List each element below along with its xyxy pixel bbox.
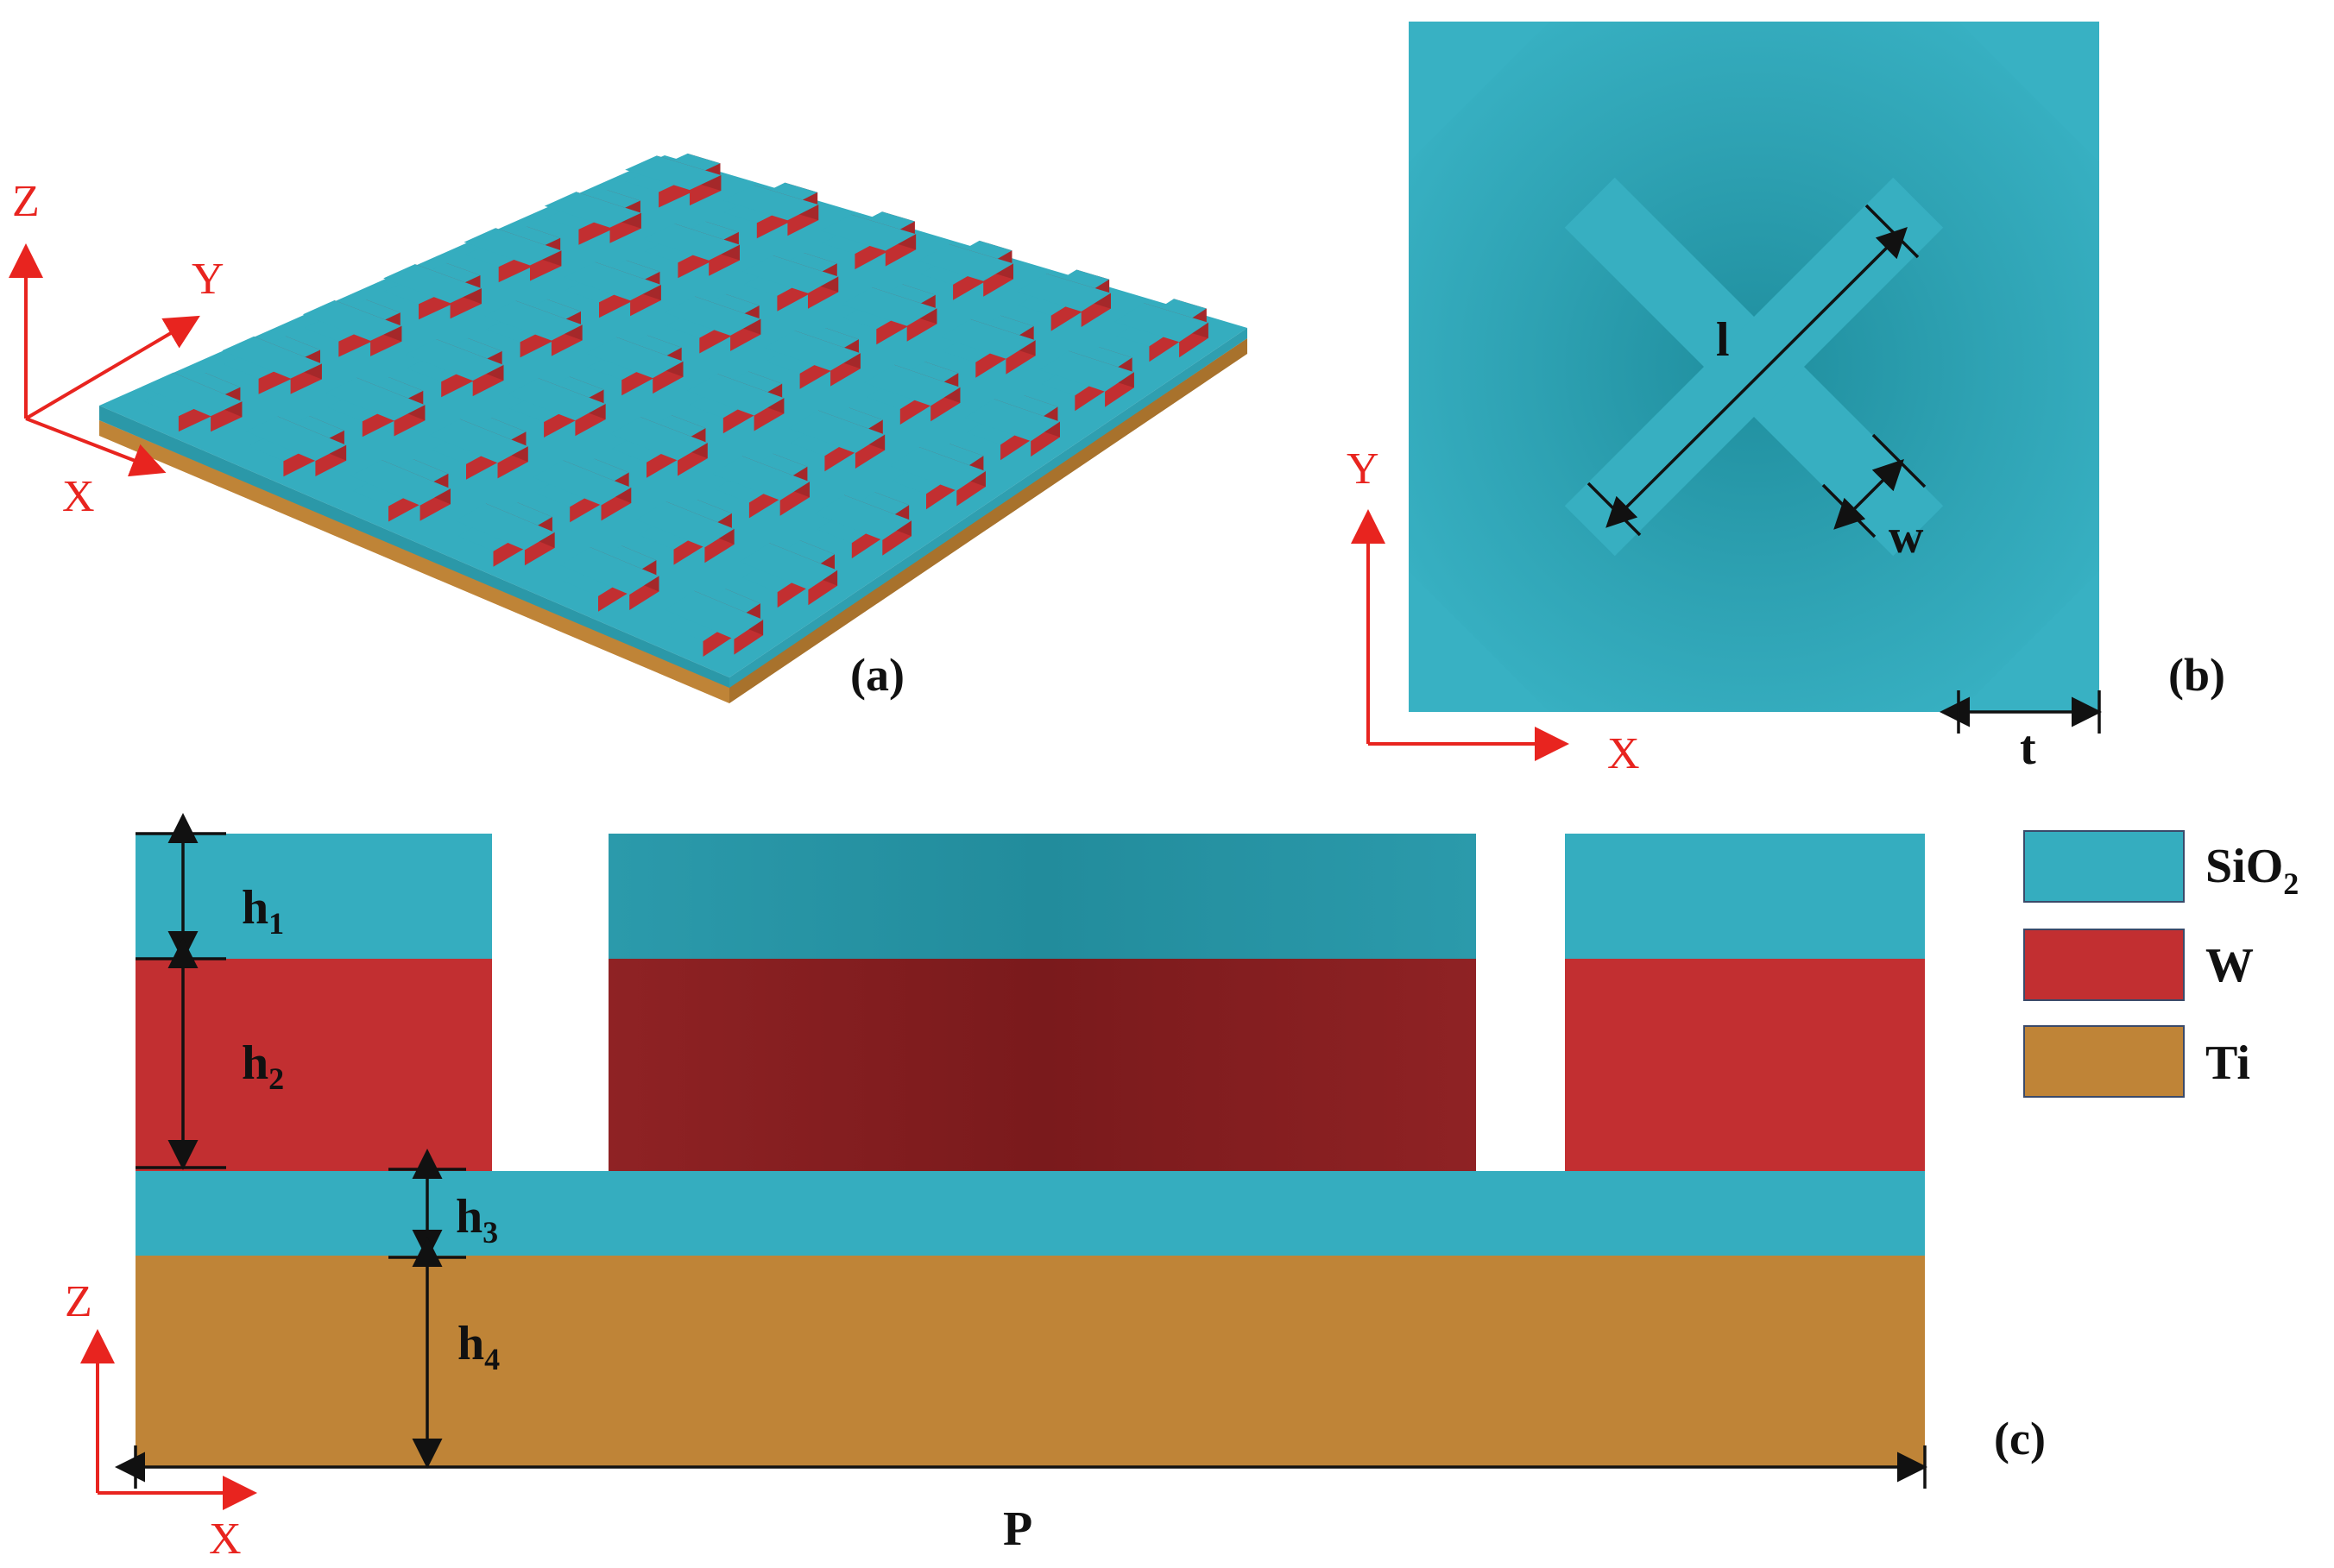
dim-h4-label: h4 [457, 1317, 500, 1376]
substrate-ti-side-front [99, 420, 729, 703]
layer-sio2-spacer [136, 1171, 1925, 1256]
corner-triangle-bottom-left [1409, 571, 1549, 712]
cross-top-face [889, 447, 986, 491]
cross-top-face [842, 287, 937, 326]
axis-x-label: X [62, 472, 95, 521]
dim-l-tick-1 [1586, 482, 1642, 537]
cross-top-face [246, 416, 347, 461]
dim-w-label: w [1889, 510, 1924, 564]
dim-h1-label: h1 [242, 881, 284, 941]
panel-c-side-view: h1 h2 h3 h4 P Z X (c) [65, 813, 2046, 1564]
cross-top-face [742, 255, 839, 293]
cross-top-face [544, 192, 641, 228]
cross-top-face [533, 460, 632, 506]
panel-a-label: (a) [850, 649, 905, 701]
dim-w-line [1833, 459, 1904, 530]
axis-z-label: Z [12, 177, 40, 226]
cross-top-face [864, 364, 961, 406]
cross-top-face [665, 590, 764, 639]
cross-top-face [222, 336, 322, 379]
corner-triangle-bottom-right [1959, 571, 2099, 712]
legend-label-sio2: SiO2 [2205, 840, 2299, 901]
cross-top-face [964, 399, 1060, 442]
cross-top-face [1114, 303, 1208, 343]
dim-l-line [1605, 227, 1908, 528]
cross-top-face [484, 300, 583, 341]
axis-y-arrow [24, 315, 200, 420]
cross-top-face [821, 214, 917, 251]
left-block-sio2 [136, 834, 492, 959]
dim-l-label: l [1716, 313, 1730, 367]
axis-x-arrow [25, 417, 167, 477]
cross-top-face [142, 372, 243, 417]
panel-b-top-view: l w t Y X (b) [1347, 22, 2225, 778]
substrate-sio2-edge-right [729, 328, 1247, 688]
cross-top-face [918, 243, 1013, 281]
cross-top-face [429, 419, 528, 463]
legend-label-w: W [2205, 939, 2254, 992]
cross-top-face [585, 337, 684, 379]
cross-top-face [625, 155, 722, 191]
cross-array [142, 153, 1208, 657]
middle-block-sio2 [609, 834, 1476, 959]
legend-label-ti: Ti [2205, 1036, 2250, 1090]
layer-ti [136, 1256, 1925, 1467]
panel-b-label: (b) [2168, 649, 2225, 701]
legend-swatch-ti [2023, 1025, 2185, 1098]
cross-top-face [815, 494, 912, 540]
axis-z-label-c: Z [65, 1277, 92, 1326]
dim-l-tick-2 [1864, 204, 1920, 259]
cross-top-face [764, 331, 861, 371]
legend-swatch-w [2023, 929, 2185, 1001]
cross-top-face [564, 261, 661, 301]
right-block-sio2 [1565, 834, 1925, 959]
cross-top-face [405, 339, 504, 381]
material-legend: SiO2 W Ti [2023, 830, 2299, 1098]
cross-top-face [712, 456, 810, 501]
substrate-ti-side-right [729, 338, 1247, 703]
cross-top-face [1016, 274, 1111, 312]
cross-top-face [609, 417, 708, 461]
cross-top-face [722, 185, 819, 221]
cross-top-face [464, 228, 562, 266]
cross-top-face [455, 503, 555, 551]
dim-h2-label: h2 [242, 1036, 284, 1096]
cross-top-face [788, 410, 886, 453]
panel-c-label: (c) [1994, 1413, 2046, 1464]
cross-top-face [687, 374, 785, 416]
axis-x-label-c: X [209, 1514, 242, 1564]
left-block-w [136, 959, 492, 1171]
legend-swatch-sio2 [2023, 830, 2185, 903]
corner-triangle-top-right [1959, 22, 2099, 162]
cross-top-face [383, 264, 482, 304]
axis-x-label-b: X [1607, 729, 1640, 778]
axis-y-label-b: Y [1347, 444, 1379, 494]
cross-top-face [664, 296, 761, 336]
cross-top-face [302, 300, 402, 341]
corner-triangle-top-left [1409, 22, 1549, 162]
cross-top-face [325, 377, 426, 421]
dim-p-label: P [1003, 1502, 1032, 1556]
panel-a-axes: Z Y X [8, 177, 224, 521]
cross-top-face [350, 460, 451, 506]
cross-top-face [636, 501, 735, 548]
cross-top-face [740, 543, 838, 590]
cross-top-face [508, 378, 606, 421]
cross-top-face [560, 547, 659, 595]
panel-a-perspective-view: Z Y X (a) [8, 153, 1247, 703]
cross-top-face [643, 224, 740, 261]
dim-h3-label: h3 [456, 1190, 498, 1250]
dim-w-tick-1 [1821, 483, 1877, 538]
dim-w-tick-2 [1871, 433, 1927, 488]
cross-top-face [940, 318, 1036, 359]
substrate-sio2-edge-front [99, 406, 729, 688]
cross-top-face [1039, 350, 1134, 392]
dim-t-label: t [2020, 721, 2036, 775]
right-block-w [1565, 959, 1925, 1171]
axis-y-label: Y [192, 255, 224, 304]
middle-block-w [609, 959, 1476, 1171]
